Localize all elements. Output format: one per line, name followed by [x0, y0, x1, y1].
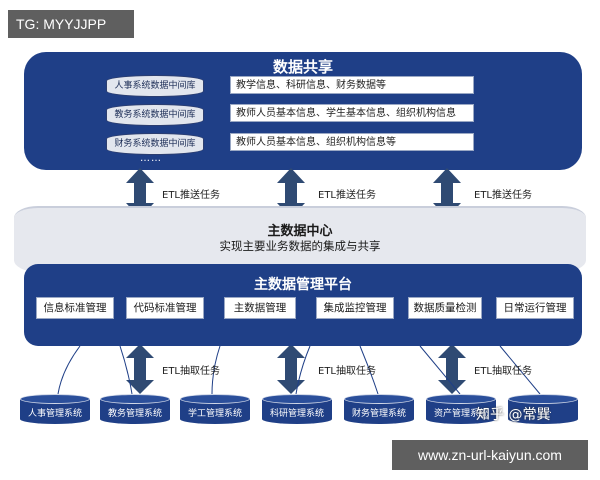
system-db-label: 人事管理系统: [27, 409, 82, 419]
module-data-quality: 数据质量检测: [408, 297, 482, 319]
module-info-standard: 信息标准管理: [36, 297, 114, 319]
module-code-standard: 代码标准管理: [126, 297, 204, 319]
etl-push-arrow-right: [433, 168, 461, 218]
system-db-academic: 教务管理系统: [100, 394, 170, 428]
system-db-label: ……: [534, 406, 552, 416]
master-data-platform-title: 主数据管理平台: [254, 277, 352, 293]
connector-5: [359, 345, 379, 395]
info-row-2: 教师人员基本信息、学生基本信息、组织机构信息: [230, 104, 474, 122]
system-db-label: 教务管理系统: [107, 409, 162, 419]
master-data-platform-panel: [24, 264, 582, 346]
watermark-url: www.zn-url-kaiyun.com: [392, 440, 588, 470]
etl-push-label-1: ETL推送任务: [162, 190, 220, 201]
master-data-center-band: [14, 206, 586, 272]
connector-3: [211, 345, 221, 395]
hr-middle-db: 人事系统数据中间库: [106, 75, 204, 97]
etl-extract-label-1: ETL抽取任务: [162, 366, 220, 377]
academic-middle-db: 教务系统数据中间库: [106, 104, 204, 126]
etl-push-arrow-left: [126, 168, 154, 218]
zhihu-mark: 知乎 @常巽: [476, 407, 551, 423]
connector-7: [499, 345, 541, 395]
system-db-label: 资产管理系统: [433, 409, 488, 419]
finance-middle-db: 财务系统数据中间库: [106, 133, 204, 155]
system-db-label: 学工管理系统: [187, 409, 242, 419]
data-sharing-title: 数据共享: [272, 58, 333, 76]
module-daily-operation: 日常运行管理: [496, 297, 574, 319]
etl-extract-label-3: ETL抽取任务: [474, 366, 532, 377]
etl-extract-arrow-middle: [277, 344, 305, 394]
system-db-student-affairs: 学工管理系统: [180, 394, 250, 428]
top-tag: TG: MYYJJPP: [8, 10, 134, 38]
system-db-research: 科研管理系统: [262, 394, 332, 428]
system-db-asset: 资产管理系统: [426, 394, 496, 428]
etl-push-arrow-middle: [277, 168, 305, 218]
system-db-hr: 人事管理系统: [20, 394, 90, 428]
module-integration-monitor: 集成监控管理: [316, 297, 394, 319]
module-master-data: 主数据管理: [224, 297, 296, 319]
etl-push-label-2: ETL推送任务: [318, 190, 376, 201]
more-dots: ……: [140, 153, 162, 164]
etl-extract-label-2: ETL抽取任务: [318, 366, 376, 377]
master-data-center-subtitle: 实现主要业务数据的集成与共享: [219, 239, 381, 253]
connector-6: [419, 345, 461, 395]
master-data-center-title: 主数据中心: [267, 224, 333, 239]
system-db-label: 财务管理系统: [351, 409, 406, 419]
info-row-1: 教学信息、科研信息、财务数据等: [230, 76, 474, 94]
connector-4: [295, 345, 311, 395]
etl-extract-arrow-left: [126, 344, 154, 394]
connector-1: [57, 345, 81, 395]
connector-2: [119, 345, 133, 395]
system-db-finance: 财务管理系统: [344, 394, 414, 428]
info-row-3: 教师人员基本信息、组织机构信息等: [230, 133, 474, 151]
etl-push-label-3: ETL推送任务: [474, 190, 532, 201]
system-db-label: 科研管理系统: [269, 409, 324, 419]
system-db-more: ……: [508, 394, 578, 428]
etl-extract-arrow-right: [438, 344, 466, 394]
